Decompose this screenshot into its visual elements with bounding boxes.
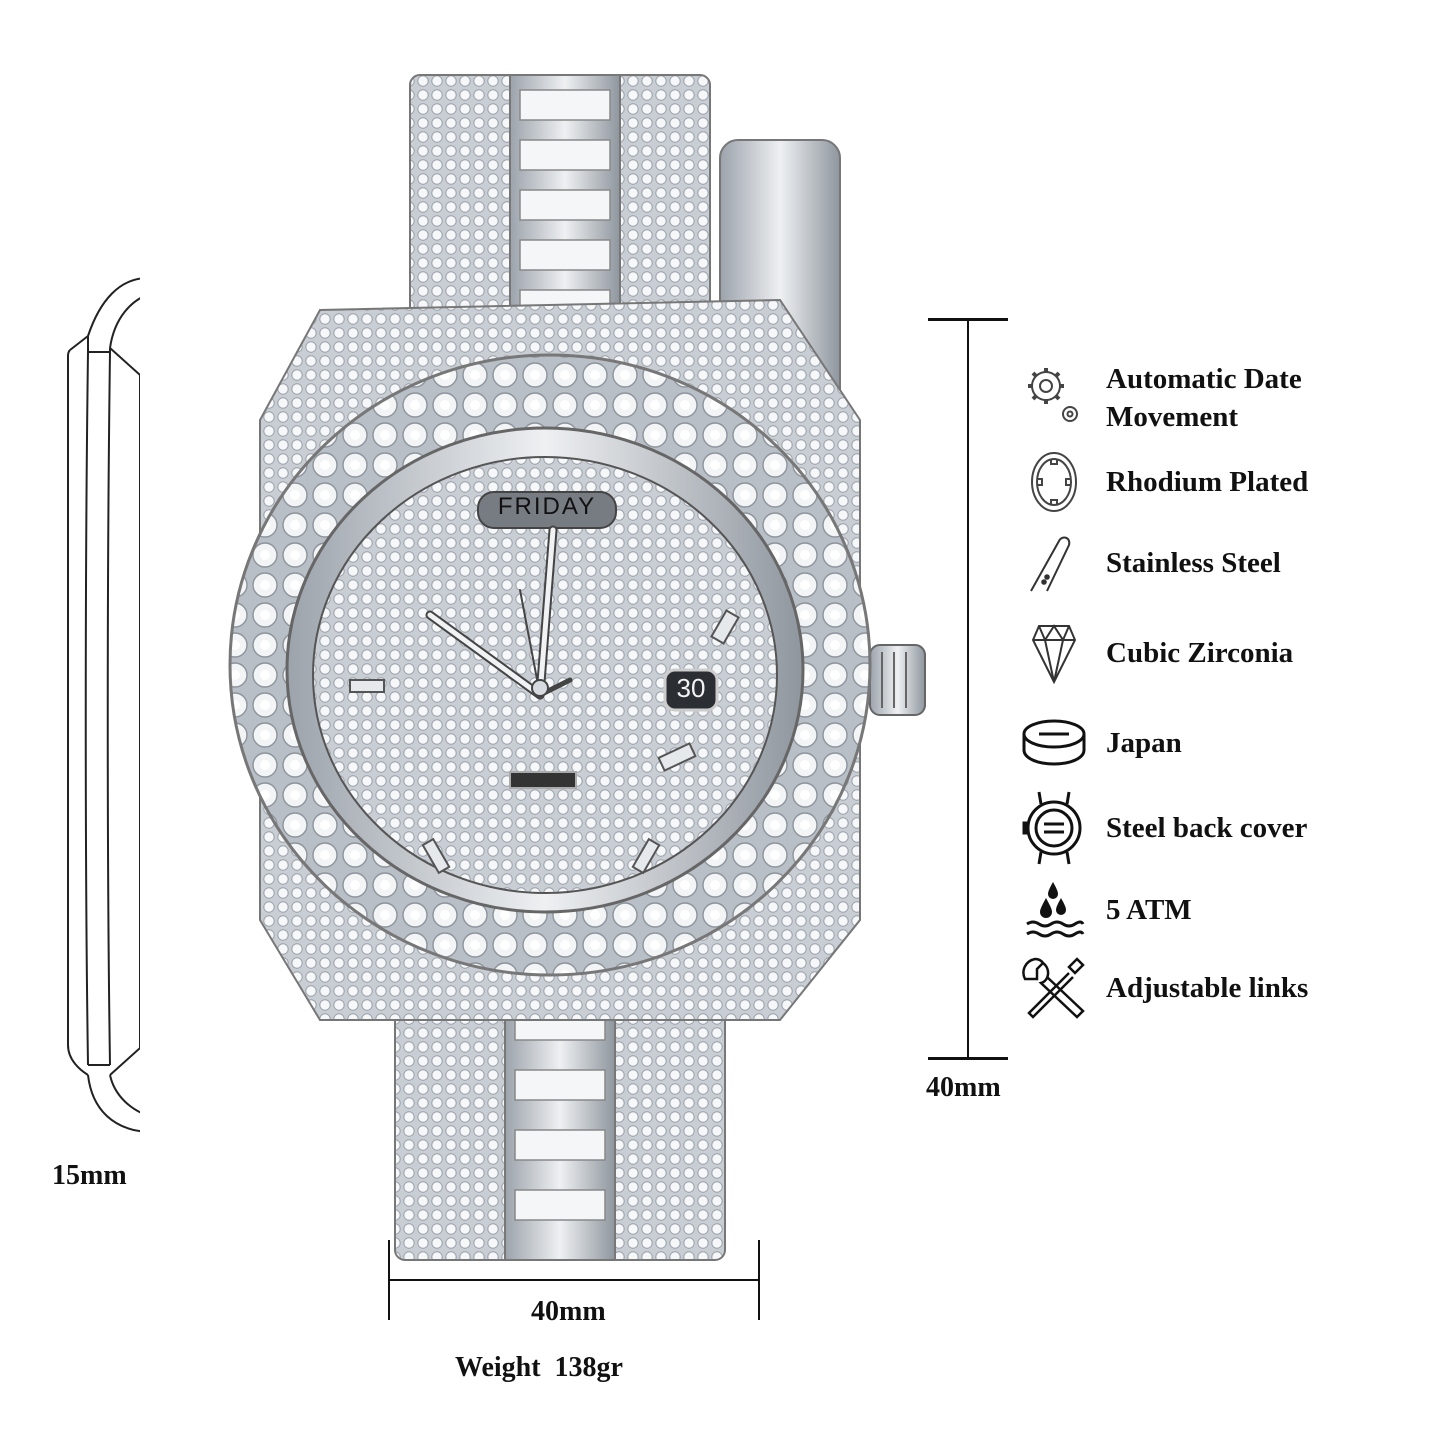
height-label: 40mm xyxy=(926,1072,1001,1103)
battery-disc-icon xyxy=(1018,707,1090,779)
feature-water-resistance: 5 ATM xyxy=(1018,874,1192,946)
feature-label: Cubic Zirconia xyxy=(1106,637,1294,669)
feature-label: Adjustable links xyxy=(1106,972,1309,1004)
day-window-text: FRIDAY xyxy=(497,493,597,520)
watch-image xyxy=(220,60,940,1270)
width-label: 40mm xyxy=(531,1296,606,1327)
feature-label: 5 ATM xyxy=(1106,894,1192,926)
side-profile-drawing xyxy=(30,270,140,1150)
feature-stainless-steel: Stainless Steel xyxy=(1018,527,1281,599)
width-dimension-line xyxy=(388,1240,760,1320)
feature-automatic-movement: Automatic Date Movement xyxy=(1018,360,1302,436)
tools-icon xyxy=(1018,952,1090,1024)
gears-icon xyxy=(1018,362,1090,434)
weight-label: Weight 138gr xyxy=(455,1352,623,1383)
feature-label: Steel back cover xyxy=(1106,812,1308,844)
feature-adjustable-links: Adjustable links xyxy=(1018,952,1308,1024)
thickness-label: 15mm xyxy=(52,1160,127,1191)
rhodium-ring-icon xyxy=(1018,446,1090,518)
date-window-text: 30 xyxy=(676,673,706,703)
feature-rhodium-plated: Rhodium Plated xyxy=(1018,446,1308,518)
steel-bar-icon xyxy=(1018,527,1090,599)
diamond-icon xyxy=(1018,617,1090,689)
feature-label-line2: Movement xyxy=(1106,401,1239,433)
height-dimension-line xyxy=(928,318,1008,1060)
feature-label: Japan xyxy=(1106,727,1182,759)
feature-label: Automatic Date xyxy=(1106,363,1302,395)
feature-japan-battery: Japan xyxy=(1018,707,1182,779)
feature-cubic-zirconia: Cubic Zirconia xyxy=(1018,617,1293,689)
watch-back-icon xyxy=(1018,791,1090,865)
feature-steel-back-cover: Steel back cover xyxy=(1018,791,1308,865)
water-drops-icon xyxy=(1018,874,1090,946)
feature-label: Stainless Steel xyxy=(1106,547,1281,579)
feature-label: Rhodium Plated xyxy=(1106,466,1309,498)
